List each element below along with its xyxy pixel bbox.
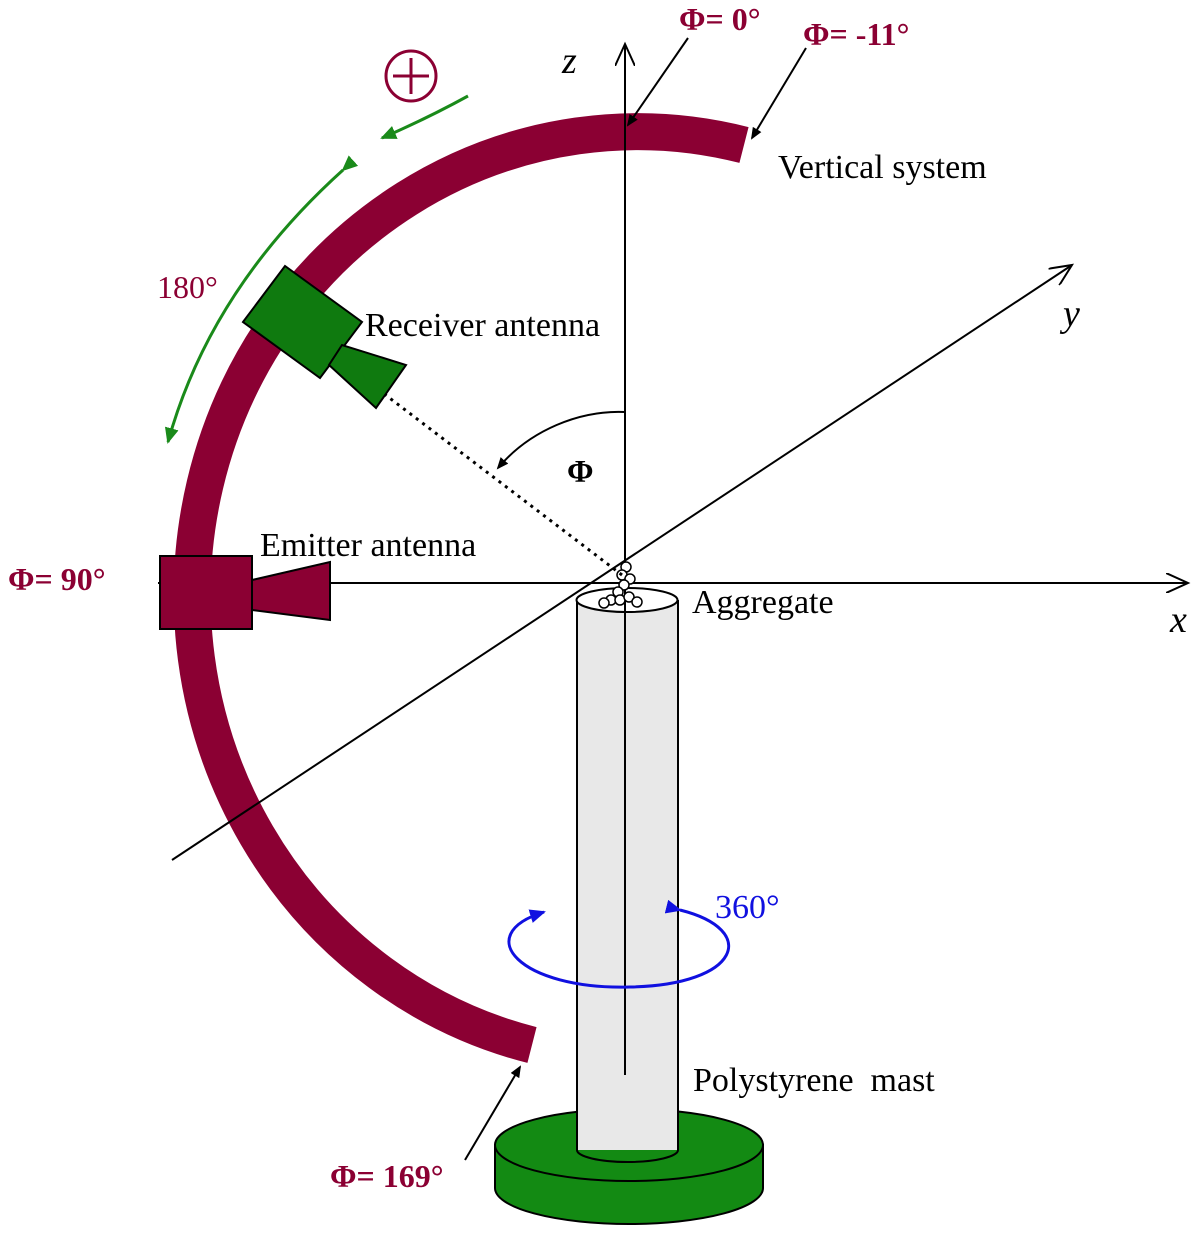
phi-169-pointer — [464, 1065, 522, 1161]
phi-angle-label: Φ — [567, 453, 594, 489]
phi-minus-11-pointer — [750, 47, 807, 140]
emitter-antenna-label: Emitter antenna — [260, 527, 476, 564]
polystyrene-mast-label: Polystyrene mast — [693, 1062, 935, 1099]
y-axis — [171, 265, 1072, 861]
rotation-arrow-360 — [507, 899, 730, 989]
receiver-line-of-sight — [382, 391, 623, 577]
phi-0-label: Φ= 0° — [679, 1, 761, 37]
positive-direction-arrow — [380, 94, 469, 140]
polystyrene-mast — [575, 587, 679, 1163]
axis-z-label: z — [561, 40, 577, 82]
range-arrow-180 — [164, 155, 359, 444]
range-180-label: 180° — [157, 269, 218, 305]
phi-minus-11-label: Φ= -11° — [803, 16, 909, 52]
axis-y-label: y — [1059, 293, 1080, 335]
phi-0-pointer — [626, 37, 689, 127]
rotation-360-label: 360° — [715, 889, 780, 926]
phi-angle-arrow — [496, 410, 626, 470]
positive-sign-icon — [384, 49, 438, 103]
aggregate-label: Aggregate — [692, 584, 834, 621]
vertical-system-label: Vertical system — [778, 149, 987, 186]
aggregate-particles — [598, 561, 643, 609]
phi-90-label: Φ= 90° — [8, 561, 106, 597]
vertical-system-arc — [173, 113, 749, 1063]
phi-169-label: Φ= 169° — [330, 1158, 444, 1194]
axis-x-label: x — [1169, 599, 1187, 641]
receiver-antenna-label: Receiver antenna — [365, 307, 600, 344]
emitter-antenna — [159, 555, 331, 630]
